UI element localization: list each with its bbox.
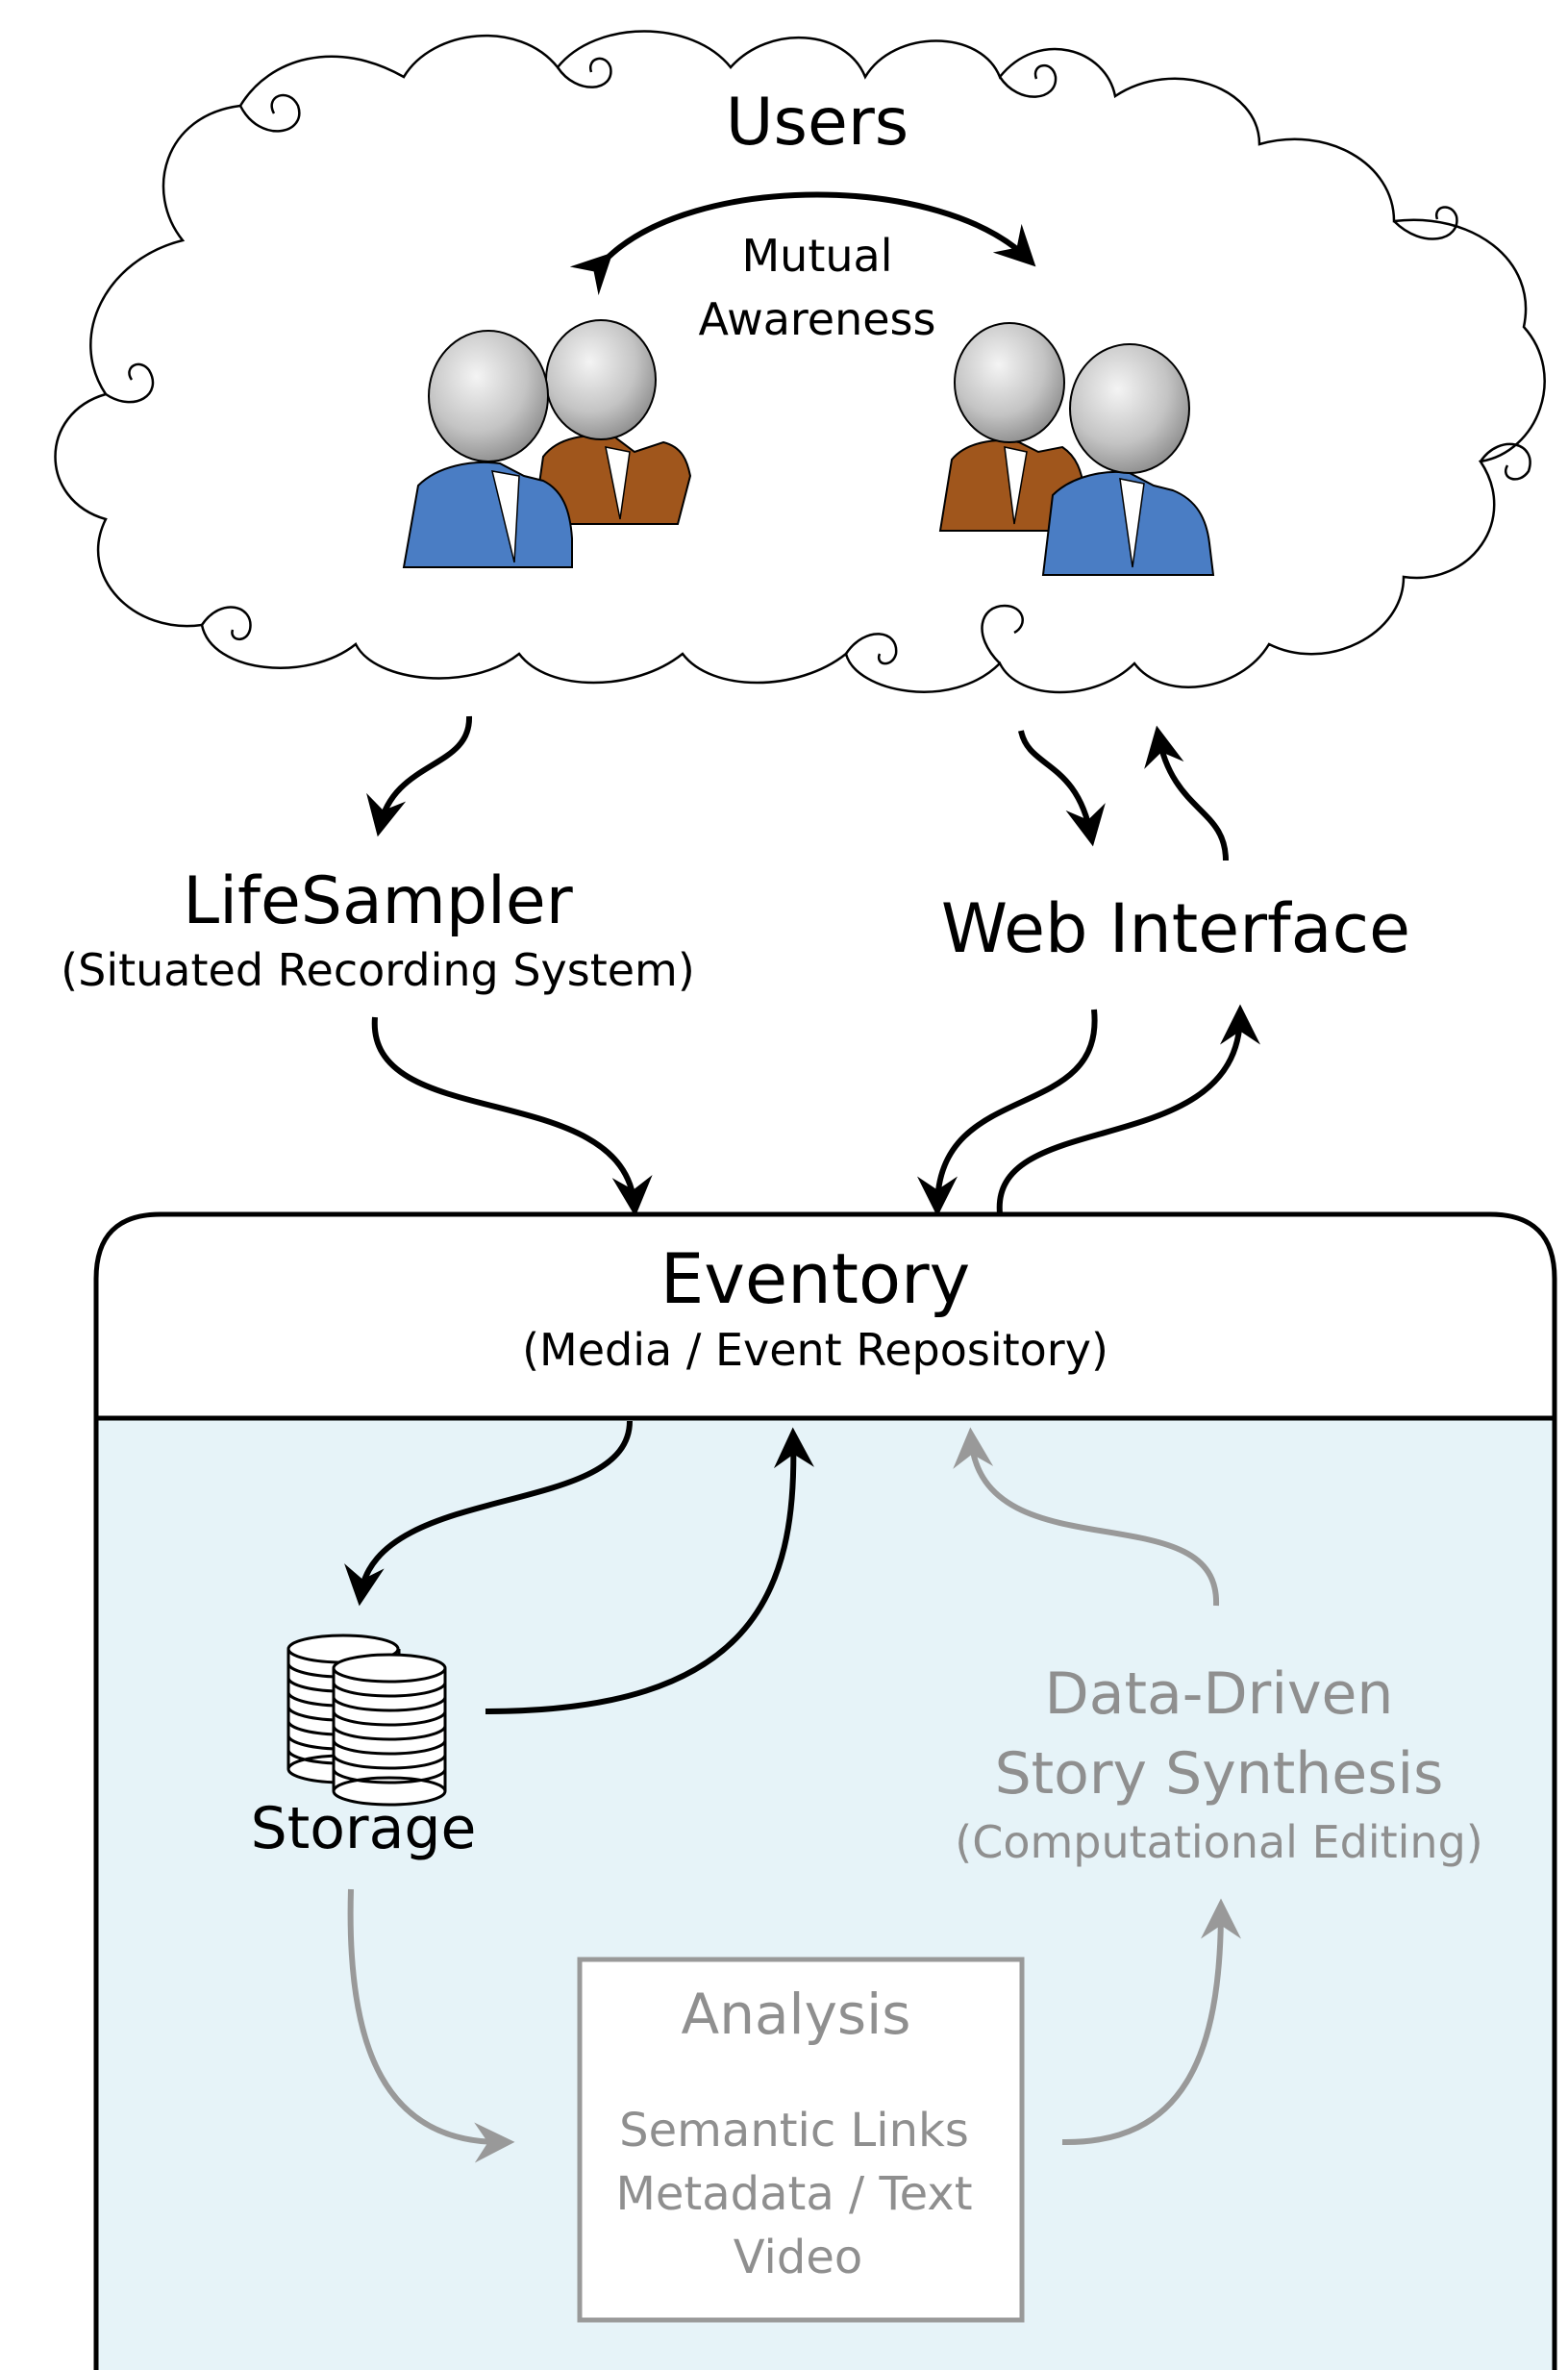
analysis-box (577, 1957, 1025, 2323)
story-line1: Data-Driven (1045, 1660, 1394, 1728)
arrow-users-to-web (1018, 730, 1106, 847)
database-icon (286, 1634, 447, 1807)
lifesampler-title: LifeSampler (183, 863, 573, 939)
users-title: Users (726, 85, 908, 161)
arrow-web-to-users (1144, 725, 1229, 861)
arrow-eventory-to-storage (344, 1420, 633, 1607)
user-group-left-icon (402, 319, 692, 568)
user-group-right-icon (938, 322, 1215, 576)
eventory-title: Eventory (660, 1238, 971, 1319)
mutual-label-line2: Awareness (698, 293, 935, 345)
arrow-storage-to-eventory (485, 1427, 814, 1714)
web-interface-title: Web Interface (941, 889, 1410, 968)
story-line3: (Computational Editing) (955, 1816, 1482, 1868)
analysis-item: Metadata / Text (615, 2167, 972, 2221)
analysis-title: Analysis (682, 1982, 911, 2047)
arrow-storage-to-analysis (347, 1888, 515, 2163)
eventory-repository (93, 1211, 1557, 2370)
mutual-awareness-arrow (569, 191, 1036, 296)
arrow-eventory-to-web (996, 1004, 1260, 1214)
arrow-users-to-lifesampler (366, 715, 473, 837)
arrow-story-to-eventory (953, 1427, 1220, 1607)
arrow-analysis-to-story (1061, 1898, 1241, 2146)
lifesampler-subtitle: (Situated Recording System) (61, 944, 695, 996)
story-line2: Story Synthesis (995, 1740, 1444, 1808)
analysis-item: Semantic Links (619, 2104, 969, 2158)
storage-label: Storage (251, 1795, 477, 1862)
mutual-label-line1: Mutual (741, 230, 892, 282)
arrow-lifesampler-to-eventory (371, 1016, 653, 1217)
eventory-subtitle: (Media / Event Repository) (522, 1324, 1108, 1376)
analysis-item: Video (734, 2231, 862, 2284)
arrow-web-to-eventory (917, 1009, 1098, 1217)
